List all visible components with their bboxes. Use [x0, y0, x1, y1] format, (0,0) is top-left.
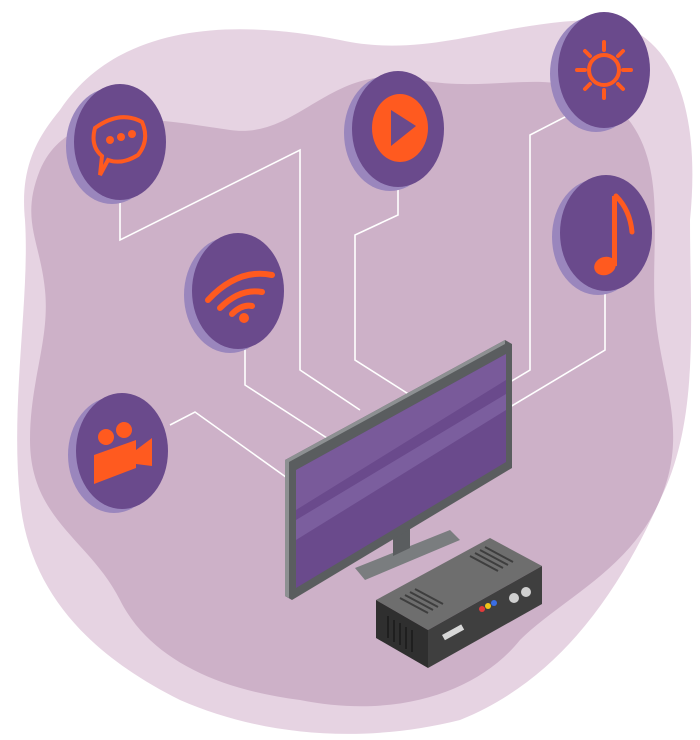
- monitor-stand-base: [355, 530, 460, 580]
- monitor: [285, 340, 512, 600]
- video-camera-icon: [94, 422, 152, 484]
- music-note-icon: [594, 193, 635, 276]
- connector-wifi: [244, 340, 331, 441]
- wifi-icon: [205, 270, 275, 317]
- background-blob-mid: [30, 76, 674, 707]
- box-side-vents: [387, 616, 413, 652]
- play-icon: [372, 94, 428, 162]
- screen-glare: [296, 354, 506, 510]
- sun-disc: [550, 12, 650, 132]
- music-disc: [552, 175, 652, 295]
- chat-disc: [66, 84, 166, 204]
- wifi-disc: [184, 233, 284, 353]
- screen-glare-2: [296, 394, 506, 540]
- connector-lines: [119, 99, 606, 481]
- box-light-yellow: [485, 603, 491, 609]
- box-display: [442, 624, 465, 641]
- play-disc: [344, 71, 444, 191]
- set-top-box: [376, 538, 542, 668]
- connector-sun: [504, 99, 599, 386]
- connector-camera: [169, 411, 291, 481]
- box-vents: [399, 546, 514, 614]
- box-light-blue: [491, 600, 497, 606]
- camera-disc: [68, 393, 168, 513]
- box-button-2: [521, 587, 531, 597]
- box-button-1: [509, 593, 519, 603]
- sun-icon: [575, 40, 633, 100]
- connector-music: [504, 280, 606, 411]
- connector-chat: [119, 148, 361, 411]
- box-front: [428, 566, 542, 668]
- connector-play: [354, 185, 411, 396]
- chat-bubble-icon: [91, 115, 148, 176]
- box-light-red: [479, 606, 485, 612]
